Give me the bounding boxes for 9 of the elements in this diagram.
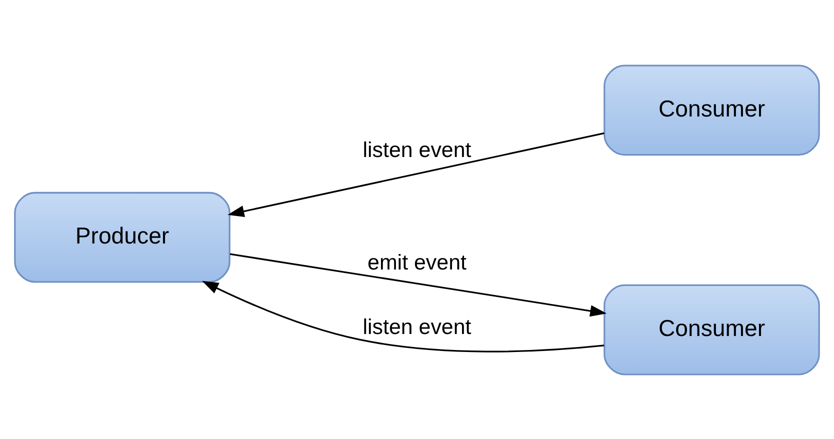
arrow [230, 252, 607, 316]
edge-label: listen event [362, 314, 472, 338]
arrow [202, 280, 604, 352]
edge-label: emit event [368, 250, 466, 274]
arrow [228, 132, 604, 216]
node-box: Consumer [604, 64, 820, 156]
node-box: Producer [14, 191, 230, 282]
node-box: Consumer [604, 284, 820, 375]
edge-label: listen event [362, 138, 472, 162]
